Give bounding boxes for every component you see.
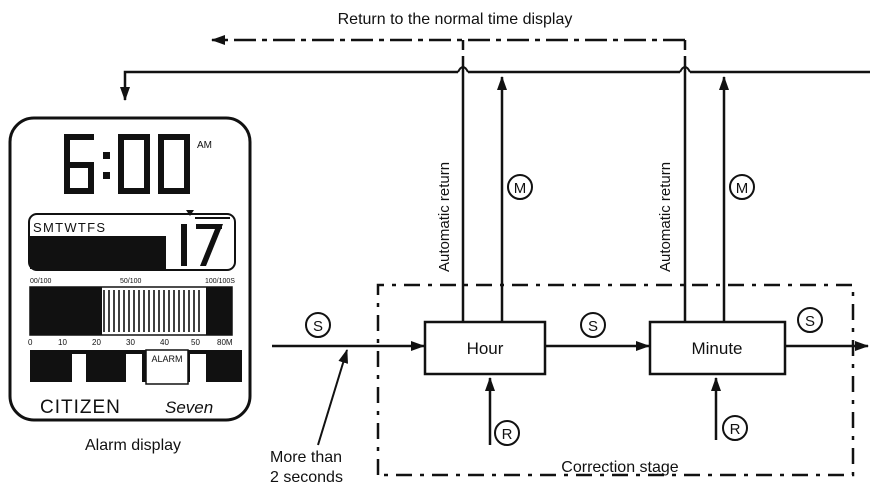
- svg-text:R: R: [730, 421, 741, 438]
- watch-display: AM SMTWTFS 17 00/100 50/100 100/100S 0 1…: [0, 0, 252, 422]
- mode-return-line: [125, 70, 870, 100]
- watch-caption: Alarm display: [85, 437, 181, 454]
- depth-gauge: [29, 286, 233, 336]
- svg-text:S: S: [805, 313, 815, 330]
- auto-return-label-hour: Automatic return: [436, 162, 453, 272]
- more-than-label-1: More than: [270, 449, 342, 466]
- alarm-label: ALARM: [151, 354, 182, 364]
- depth-bottom-label-4: 40: [160, 338, 169, 347]
- minute-box: [648, 320, 787, 376]
- more-than-pointer: [317, 349, 348, 446]
- time-digits: [64, 134, 190, 194]
- minute-box-label: Minute: [691, 339, 742, 358]
- weekday-row: SMTWTFS: [33, 220, 106, 235]
- svg-text:S: S: [313, 318, 323, 335]
- depth-bottom-label-1: 10: [58, 338, 67, 347]
- correction-stage-label: Correction stage: [561, 459, 678, 476]
- s-button-minute: S: [797, 307, 823, 333]
- hour-box-label: Hour: [467, 339, 504, 358]
- svg-text:M: M: [514, 180, 527, 197]
- r-button-minute: R: [722, 415, 748, 441]
- weekday-bar: [30, 236, 166, 269]
- r-button-hour: R: [494, 420, 520, 446]
- brand-label: CITIZEN: [40, 397, 121, 418]
- alarm-bar: ALARM: [30, 349, 242, 385]
- depth-top-label-0: 00/100: [30, 278, 52, 285]
- depth-bottom-label-5: 50: [191, 338, 200, 347]
- m-button-hour: M: [507, 174, 533, 200]
- depth-top-label-1: 50/100: [120, 278, 142, 285]
- depth-top-label-2: 100/100S: [205, 278, 235, 285]
- depth-bottom-label-0: 0: [28, 338, 33, 347]
- depth-bottom-label-2: 20: [92, 338, 101, 347]
- date-value: 17: [0, 0, 2, 1]
- date-digits: [181, 217, 230, 266]
- s-button-entry: S: [305, 312, 331, 338]
- return-label: Return to the normal time display: [338, 11, 573, 28]
- s-button-hour: S: [580, 312, 606, 338]
- correction-stage-box: [376, 283, 855, 477]
- m-button-minute: M: [729, 174, 755, 200]
- depth-bottom-label-6: 80M: [217, 338, 233, 347]
- svg-text:R: R: [502, 426, 513, 443]
- am-indicator: AM: [197, 140, 212, 151]
- svg-text:S: S: [588, 318, 598, 335]
- model-label: Seven: [165, 398, 213, 417]
- auto-return-label-minute: Automatic return: [657, 162, 674, 272]
- hour-box: [423, 320, 547, 376]
- more-than-label-2: 2 seconds: [270, 469, 343, 486]
- svg-text:M: M: [736, 180, 749, 197]
- depth-bottom-label-3: 30: [126, 338, 135, 347]
